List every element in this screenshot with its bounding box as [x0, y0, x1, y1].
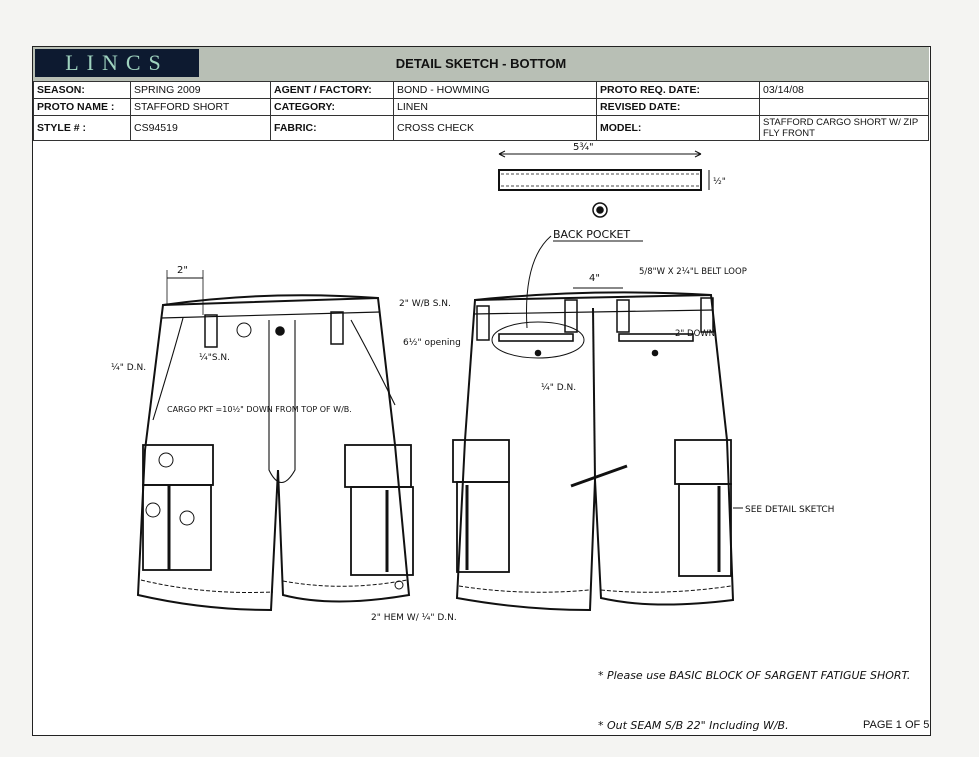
note-basic-block: * Please use BASIC BLOCK OF SARGENT FATI… — [598, 669, 911, 682]
see-detail-label: SEE DETAIL SKETCH — [745, 505, 834, 515]
back-pocket-label: BACK POCKET — [553, 228, 630, 241]
style-label: STYLE # : — [33, 115, 131, 141]
revised-date-label: REVISED DATE: — [596, 98, 760, 116]
agent-label: AGENT / FACTORY: — [270, 81, 394, 99]
loop-spacing-label: 2" — [177, 265, 188, 276]
note-outseam: * Out SEAM S/B 22" Including W/B. — [598, 719, 789, 732]
season-label: SEASON: — [33, 81, 131, 99]
model-value: STAFFORD CARGO SHORT W/ ZIP FLY FRONT — [759, 115, 929, 141]
waistband-width-label: 5¾" — [573, 142, 594, 153]
sn-quarter-label: ¼"S.N. — [199, 353, 230, 363]
cargo-pocket-label: CARGO PKT =10½" DOWN FROM TOP OF W/B. — [167, 405, 352, 414]
proto-date-label: PROTO REQ. DATE: — [596, 81, 760, 99]
two-down-label: 2" DOWN — [675, 329, 715, 339]
revised-date-value — [759, 98, 929, 116]
wb-sn-label: 2" W/B S.N. — [399, 299, 451, 309]
style-value: CS94519 — [130, 115, 271, 141]
category-value: LINEN — [393, 98, 597, 116]
sheet-title: DETAIL SKETCH - BOTTOM — [395, 56, 567, 71]
waistband-detail: 5¾" ½" — [498, 142, 726, 218]
model-label: MODEL: — [596, 115, 760, 141]
agent-value: BOND - HOWMING — [393, 81, 597, 99]
fabric-value: CROSS CHECK — [393, 115, 597, 141]
proto-date-value: 03/14/08 — [759, 81, 929, 99]
belt-loop-label: 5/8"W X 2¼"L BELT LOOP — [639, 267, 747, 277]
category-label: CATEGORY: — [270, 98, 394, 116]
front-view: 2" — [136, 265, 414, 612]
fabric-label: FABRIC: — [270, 115, 394, 141]
spec-sheet: DETAIL SKETCH - BOTTOM LINCS SEASON: SPR… — [32, 46, 931, 736]
page-number: PAGE 1 OF 5 — [863, 719, 930, 731]
dn-left-label: ¼" D.N. — [111, 363, 146, 373]
header-bar: DETAIL SKETCH - BOTTOM LINCS — [33, 47, 929, 82]
back-dn-label: ¼" D.N. — [541, 383, 576, 393]
info-table: SEASON: SPRING 2009 AGENT / FACTORY: BON… — [33, 81, 929, 141]
season-value: SPRING 2009 — [130, 81, 271, 99]
back-view: 4" — [452, 273, 735, 612]
proto-name-label: PROTO NAME : — [33, 98, 131, 116]
waistband-height-label: ½" — [713, 177, 726, 187]
brand-logo: LINCS — [35, 49, 199, 77]
technical-sketch: 5¾" ½" BACK POCKET — [111, 142, 834, 623]
hem-label: 2" HEM W/ ¼" D.N. — [371, 613, 457, 623]
back-spacing-label: 4" — [589, 273, 600, 284]
proto-name-value: STAFFORD SHORT — [130, 98, 271, 116]
opening-label: 6½" opening — [403, 338, 461, 348]
